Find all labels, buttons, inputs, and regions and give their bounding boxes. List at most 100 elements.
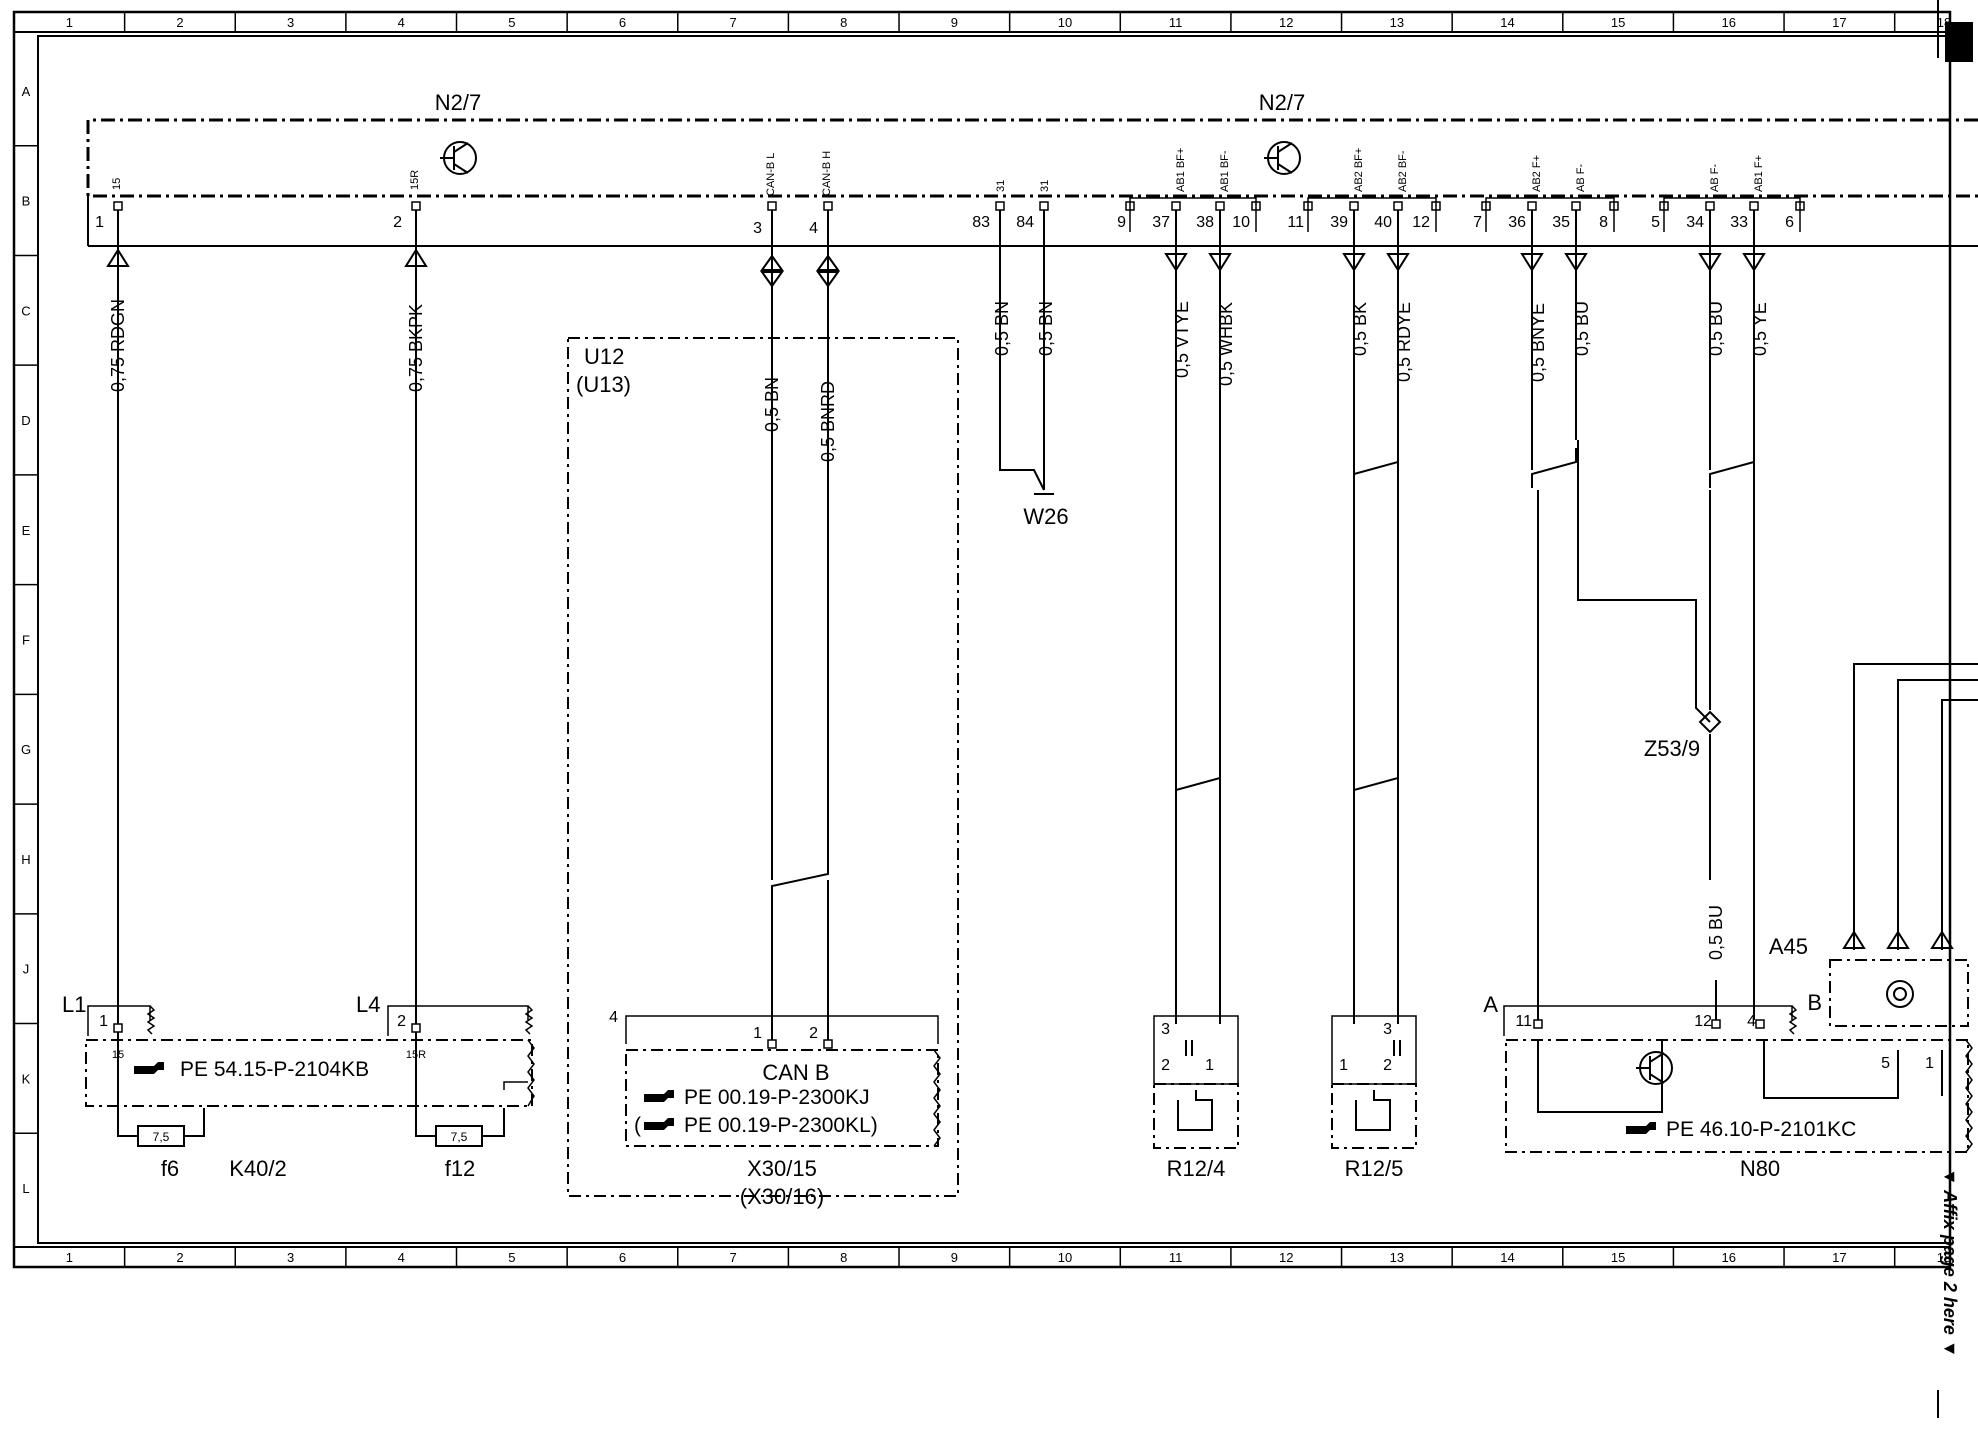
signal-15r: 15R — [409, 170, 421, 190]
w26-label: W26 — [1023, 504, 1068, 529]
wire-bidirectional-arrow — [760, 271, 784, 288]
pin-terminal — [411, 201, 421, 211]
x30-pin-2: 2 — [809, 1025, 818, 1042]
a45-pin-b: B — [1807, 990, 1822, 1015]
grid-column-label: 11 — [1169, 1250, 1183, 1265]
grid-row-label: K — [22, 1071, 31, 1086]
grid-row-label: J — [23, 962, 30, 977]
n27-module-outline — [86, 118, 1978, 247]
grid-column-label: 13 — [1390, 1250, 1404, 1265]
wire-twist — [1531, 448, 1577, 488]
signal-15: 15 — [111, 178, 123, 190]
pin-terminal — [823, 201, 833, 211]
grid-column-label: 18 — [1937, 15, 1951, 30]
ground-point-w26 — [999, 438, 1054, 495]
pin-terminal — [1125, 201, 1135, 211]
grid-column-label: 3 — [287, 1250, 294, 1265]
n80-reference: PE 46.10-P-2101KC — [1666, 1118, 1856, 1141]
wire-label-rdye: 0,5 RDYE — [1394, 302, 1414, 382]
pin-terminal — [1711, 1019, 1721, 1029]
pin-34: 34 — [1686, 214, 1704, 231]
n27-label-right: N2/7 — [1259, 90, 1305, 115]
z53-9-label: Z53/9 — [1644, 736, 1700, 761]
n80-pin-11: 11 — [1515, 1013, 1532, 1030]
grid-row-label: G — [21, 742, 31, 757]
reference-hand-icon — [1626, 1122, 1656, 1134]
transistor-icon — [1264, 141, 1301, 175]
grid-column-label: 17 — [1832, 15, 1846, 30]
x30-16-label: (X30/16) — [740, 1184, 824, 1209]
fuse-f12 — [415, 1108, 505, 1147]
transistor-icon — [440, 141, 477, 175]
signal-ab-f-minus-a: AB F- — [1575, 164, 1587, 192]
grid-column-label: 15 — [1611, 1250, 1625, 1265]
wire-twist — [1175, 764, 1221, 804]
pin-terminal — [1659, 201, 1669, 211]
pin-9: 9 — [1117, 214, 1126, 231]
pin-5: 5 — [1651, 214, 1660, 231]
n80-label: N80 — [1740, 1156, 1780, 1181]
signal-ab1-f-plus: AB1 F+ — [1753, 155, 1765, 192]
grid-column-label: 14 — [1500, 15, 1514, 30]
reference-hand-icon — [644, 1118, 674, 1130]
pin-terminal — [411, 1023, 421, 1033]
signal-ab-f-minus-b: AB F- — [1709, 164, 1721, 192]
x30-connector — [625, 1015, 941, 1147]
can-b-label: CAN B — [762, 1060, 829, 1085]
pin-terminal — [1705, 201, 1715, 211]
x30-pin-1: 1 — [753, 1025, 762, 1042]
pin-terminal — [1303, 201, 1313, 211]
n80-pin-a: A — [1483, 992, 1498, 1017]
pin-2: 2 — [393, 214, 402, 231]
r12-5-pin-2: 2 — [1383, 1057, 1392, 1074]
grid-column-label: 12 — [1279, 1250, 1293, 1265]
pin-7: 7 — [1473, 214, 1482, 231]
k40-pin-15r: 15R — [406, 1049, 426, 1061]
grid-column-label: 11 — [1169, 15, 1183, 30]
fuse-f6-value: 7,5 — [153, 1130, 170, 1144]
drawing-frame: 1122334455667788991010111112121313141415… — [12, 0, 1973, 1418]
r12-5-pin-1: 1 — [1339, 1057, 1348, 1074]
n27-label-left: N2/7 — [435, 90, 481, 115]
grid-column-label: 4 — [398, 1250, 405, 1265]
pin-83: 83 — [972, 214, 990, 231]
pin-37: 37 — [1152, 214, 1170, 231]
pin-terminal — [113, 201, 123, 211]
pin-36: 36 — [1508, 214, 1526, 231]
wire-direction-arrow — [106, 248, 130, 267]
grid-column-label: 8 — [840, 1250, 847, 1265]
l1-label: L1 — [62, 992, 86, 1017]
pin-terminal — [1251, 201, 1261, 211]
pin-4: 4 — [809, 220, 818, 237]
r12-4-label: R12/4 — [1167, 1156, 1226, 1181]
pin-terminal — [1795, 201, 1805, 211]
grid-row-label: E — [22, 523, 31, 538]
z53-9-splice — [1577, 440, 1722, 734]
wire-bidirectional-arrow — [816, 271, 840, 288]
signal-31-b: 31 — [1039, 180, 1051, 192]
pin-12: 12 — [1412, 214, 1430, 231]
r12-4-pin-1: 1 — [1205, 1057, 1214, 1074]
signal-ab2-bf-minus: AB2 BF- — [1397, 150, 1409, 192]
k40-module — [85, 1005, 535, 1107]
grid-column-label: 9 — [951, 15, 958, 30]
r12-4-connector — [1153, 1015, 1239, 1149]
grid-column-label: 1 — [66, 15, 73, 30]
x30-pin-4: 4 — [609, 1009, 618, 1026]
wire-label-bk: 0,5 BK — [1350, 302, 1370, 356]
grid-column-label: 5 — [508, 15, 515, 30]
grid-column-label: 7 — [729, 15, 736, 30]
n27-pin-groups — [1129, 197, 1801, 232]
wire-label-can-l: 0,5 BN — [762, 377, 782, 432]
wire-label-bnye: 0,5 BNYE — [1528, 303, 1548, 382]
wire-label-bn-84: 0,5 BN — [1036, 301, 1056, 356]
wire-label-bkpk: 0,75 BKPK — [406, 304, 426, 392]
n80-pin-5: 5 — [1881, 1055, 1890, 1072]
grid-column-label: 13 — [1390, 15, 1404, 30]
pin-terminal — [767, 201, 777, 211]
x30-reference-a: PE 00.19-P-2300KJ — [684, 1086, 870, 1109]
grid-column-label: 12 — [1279, 15, 1293, 30]
wire-runs — [106, 210, 1766, 1108]
r12-4-pin-3: 3 — [1161, 1021, 1170, 1038]
